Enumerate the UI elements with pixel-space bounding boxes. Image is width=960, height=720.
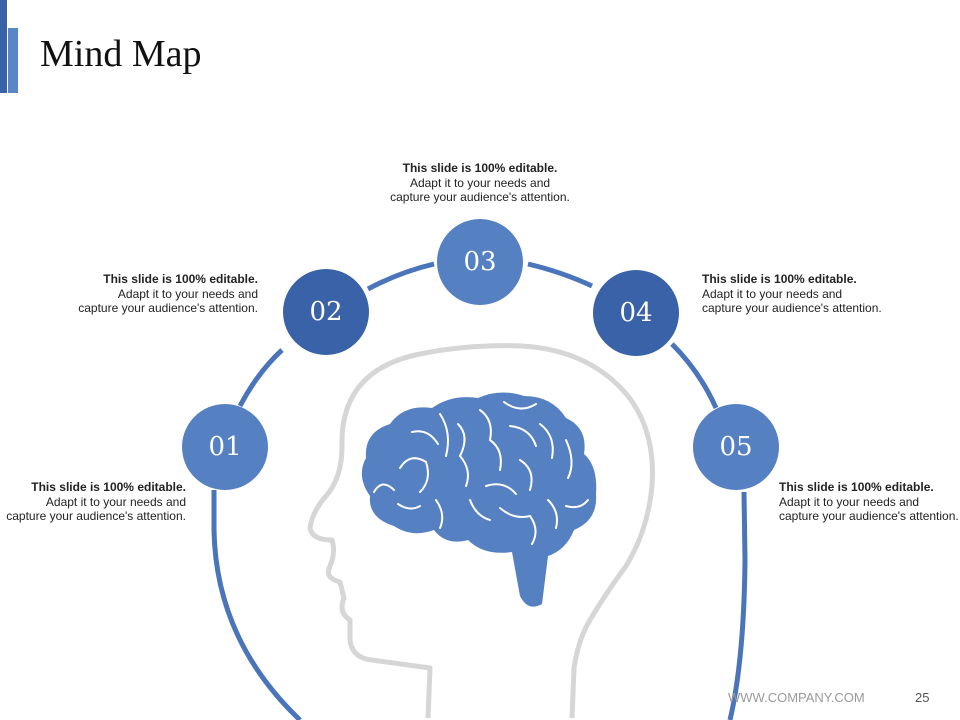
node-02-label: 02 [309, 297, 342, 327]
node-02-line2: capture your audience's attention. [78, 301, 258, 315]
node-05-heading: This slide is 100% editable. [779, 480, 934, 494]
node-03-line2: capture your audience's attention. [390, 190, 570, 204]
accent-bar-dark [0, 0, 7, 93]
node-04-heading: This slide is 100% editable. [702, 272, 857, 286]
arc-segment-02-03 [366, 261, 435, 292]
node-01-line1: Adapt it to your needs and [45, 494, 186, 509]
brain-icon [361, 392, 597, 607]
node-03-line1: Adapt it to your needs and [409, 175, 551, 190]
arc-segment-04-05 [670, 342, 719, 410]
arc-ring [211, 261, 748, 720]
node-05-text: This slide is 100% editable. Adapt it to… [779, 480, 959, 524]
node-03-heading: This slide is 100% editable. [402, 161, 558, 175]
node-01-line2: capture your audience's attention. [6, 509, 186, 523]
footer-url: WWW.COMPANY.COM [728, 690, 865, 705]
arc-segment-03-04 [527, 261, 594, 289]
node-03: 03 [437, 219, 523, 305]
node-03-label: 03 [463, 247, 496, 277]
node-04-line2: capture your audience's attention. [702, 301, 882, 315]
node-04-text: This slide is 100% editable. Adapt it to… [702, 272, 882, 316]
node-03-text: This slide is 100% editable. Adapt it to… [370, 161, 590, 205]
node-02: 02 [283, 269, 369, 355]
node-04: 04 [593, 270, 679, 356]
head-outline [307, 343, 655, 719]
node-05-line1: Adapt it to your needs and [779, 494, 920, 509]
node-01-text: This slide is 100% editable. Adapt it to… [6, 480, 186, 524]
node-04-line1: Adapt it to your needs and [702, 286, 843, 301]
arc-segment-bottom-right [727, 491, 748, 720]
page-number: 25 [915, 690, 930, 705]
node-01-label: 01 [208, 432, 241, 462]
node-02-text: This slide is 100% editable. Adapt it to… [78, 272, 258, 316]
slide-title: Mind Map [40, 33, 202, 75]
node-02-line1: Adapt it to your needs and [117, 286, 258, 301]
node-02-heading: This slide is 100% editable. [103, 272, 258, 286]
node-01: 01 [182, 404, 268, 490]
accent-bar-light [8, 28, 18, 93]
node-04-label: 04 [619, 298, 652, 328]
node-01-heading: This slide is 100% editable. [31, 480, 186, 494]
node-05-line2: capture your audience's attention. [779, 509, 959, 523]
arc-segment-bottom-left [211, 490, 302, 720]
node-05-label: 05 [719, 432, 752, 462]
arc-segment-01-02 [237, 348, 284, 408]
node-05: 05 [693, 404, 779, 490]
